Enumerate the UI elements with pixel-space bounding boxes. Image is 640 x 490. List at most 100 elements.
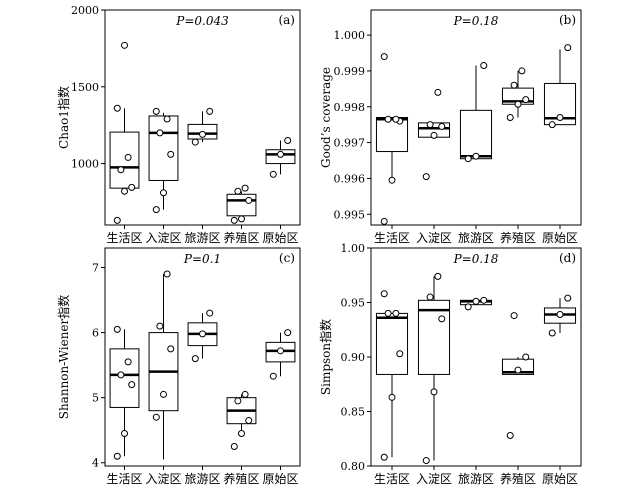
p-value-annotation: P=0.1 [183,252,221,266]
iqr-box [417,299,451,375]
data-point [199,330,206,338]
data-point [426,293,434,301]
data-point [564,44,572,52]
data-point [556,114,564,121]
data-point [514,100,522,108]
data-point [269,170,277,178]
data-point [384,309,392,317]
y-tick-label: 5 [92,392,99,405]
data-point [206,107,214,115]
data-point [522,96,530,104]
y-tick-label: 7 [92,262,99,275]
data-point [388,393,396,401]
data-point [277,150,284,158]
iqr-box [226,193,257,217]
panel-c: 4567生活区入淀区旅游区养殖区原始区Shannon-Wiener指数P=0.1… [56,247,301,486]
category-label: 养殖区 [500,230,536,245]
box-2 [148,274,179,460]
p-value-annotation: P=0.043 [175,14,229,28]
y-tick-label: 0.998 [334,101,366,114]
y-tick-label: 0.997 [334,137,366,150]
y-tick-label: 1.00 [341,242,366,255]
data-point [380,453,388,461]
data-point [128,381,136,389]
y-tick-label: 0.995 [334,208,366,221]
category-label: 原始区 [542,472,578,486]
box-5 [265,332,296,377]
data-point [152,206,160,214]
category-label: 养殖区 [500,471,536,486]
data-point [245,196,253,204]
data-point [506,114,514,121]
data-point [124,358,132,366]
y-tick-label: 1000 [71,158,99,171]
iqr-box [109,348,140,408]
box-3 [459,65,493,160]
category-label: 旅游区 [458,472,494,486]
category-label: 养殖区 [223,230,259,245]
category-label: 旅游区 [184,472,220,486]
data-point [167,150,175,158]
box-1 [109,108,140,189]
data-point [556,310,564,318]
data-point [160,390,167,398]
panel-label: (a) [278,13,295,27]
iqr-box [375,312,409,375]
category-label: 原始区 [262,231,298,245]
data-point [392,115,400,123]
box-5 [543,49,577,126]
box-4 [501,70,535,118]
y-tick-label: 6 [92,327,99,340]
category-label: 入淀区 [416,231,452,245]
data-point [113,452,121,460]
box-1 [375,312,409,458]
panel-label: (b) [559,13,576,27]
data-point [396,350,404,358]
data-point [191,138,199,146]
data-point [241,184,249,192]
data-point [191,355,199,363]
data-point [438,315,446,323]
panel-a: 100015002000生活区入淀区旅游区养殖区原始区Chao1指数P=0.04… [56,4,301,245]
data-point [434,88,442,96]
data-point [434,272,442,280]
y-tick-label: 1.000 [334,29,366,42]
category-label: 旅游区 [184,231,220,245]
y-tick-label: 0.85 [341,406,366,419]
data-point [117,371,125,379]
y-tick-label: 0.80 [341,460,366,473]
category-label: 旅游区 [458,231,494,245]
data-point [472,297,480,305]
data-point [388,176,396,184]
data-point [430,131,438,139]
data-point [234,187,242,195]
category-label: 入淀区 [416,472,452,486]
y-axis-label: Shannon-Wiener指数 [56,295,71,420]
y-axis-label: Chao1指数 [56,86,71,149]
data-point [518,67,526,75]
category-label: 入淀区 [145,231,181,245]
data-point [152,413,160,421]
data-point [426,121,434,129]
panel-d: 0.800.850.900.951.00生活区入淀区旅游区养殖区原始区Simps… [318,242,582,486]
data-point [160,189,167,197]
y-tick-label: 2000 [71,4,99,17]
box-1 [375,117,409,179]
data-point [113,104,121,112]
data-point [438,122,446,130]
data-point [472,152,480,160]
data-point [245,416,253,424]
category-label: 原始区 [262,472,298,486]
data-point [238,429,245,437]
box-4 [226,394,257,437]
y-tick-label: 0.90 [341,351,366,364]
data-point [234,397,242,405]
data-point [156,322,164,330]
data-point [284,329,292,337]
data-point [121,187,128,195]
iqr-box [109,131,140,189]
category-label: 生活区 [106,231,142,245]
data-point [199,130,206,138]
data-point [522,353,530,361]
